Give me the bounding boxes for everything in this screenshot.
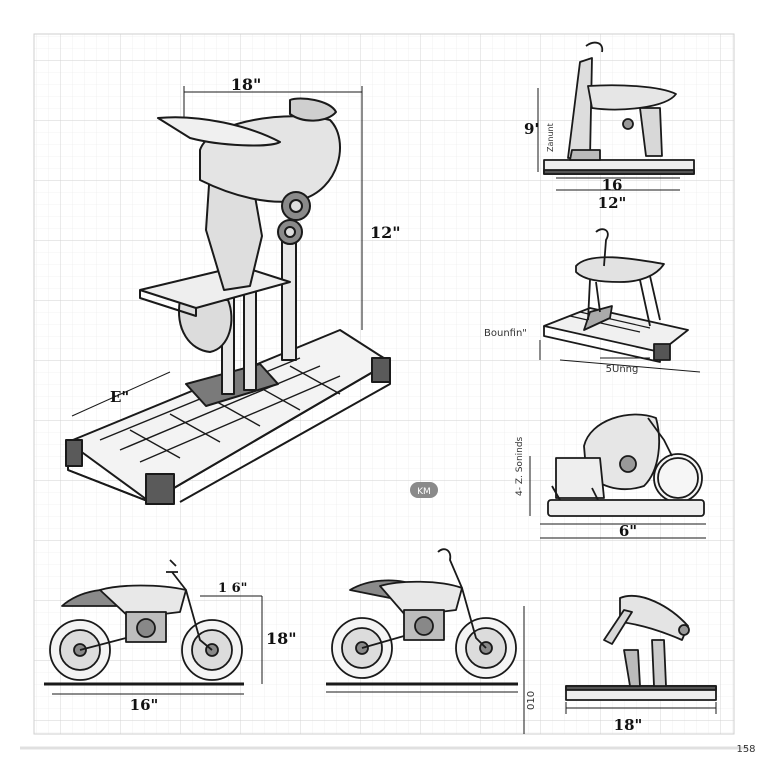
main-side-label: E" [110,388,129,406]
middle-right-stand-drawing [543,228,689,363]
middle-right-side-label: Bounfin" [484,328,527,339]
saddle-top [157,116,281,147]
main-height-label: 12" [370,223,401,242]
top-right-width-label: 16 [602,176,623,194]
top-right-side-text: Zanunt [546,123,555,152]
bottom-middle-bike-drawing [331,548,517,679]
lower-right-width-label: 6" [619,522,637,540]
bottom-left-width-label: 16" [130,696,159,714]
middle-right-bottom-label: 5Unng [606,364,639,375]
top-right-dimensions [537,88,680,191]
top-right-height-label: 9' [524,120,539,138]
lower-right-bike-drawing [547,413,705,517]
bottom-right-width-label: 18" [614,716,643,734]
corner-mark: 158 [736,744,755,755]
bottom-left-top-label: 1 6" [218,581,247,596]
bottom-middle-dimensions [326,606,525,734]
bottom-right-dimensions [565,702,717,714]
lower-right-side-text: 4- Z. Soninds [515,436,525,496]
main-width-label: 18" [231,75,262,94]
bottom-left-height-label: 18" [266,629,297,648]
main-dimensions [71,86,363,417]
bottom-left-bike-drawing [49,559,243,681]
svg-text:KM: KM [417,487,431,497]
lower-right-dimensions [529,456,706,539]
bottom-right-stand-drawing [565,595,717,701]
top-right-base-label: 12" [598,194,627,212]
middle-right-dimensions [539,340,701,373]
bottom-left-dimensions [44,595,263,695]
main-stand-drawing [65,97,391,505]
top-right-stand-drawing [543,41,695,175]
bottom-middle-side-label: 010 [526,691,537,710]
center-badge: KM [410,482,438,498]
